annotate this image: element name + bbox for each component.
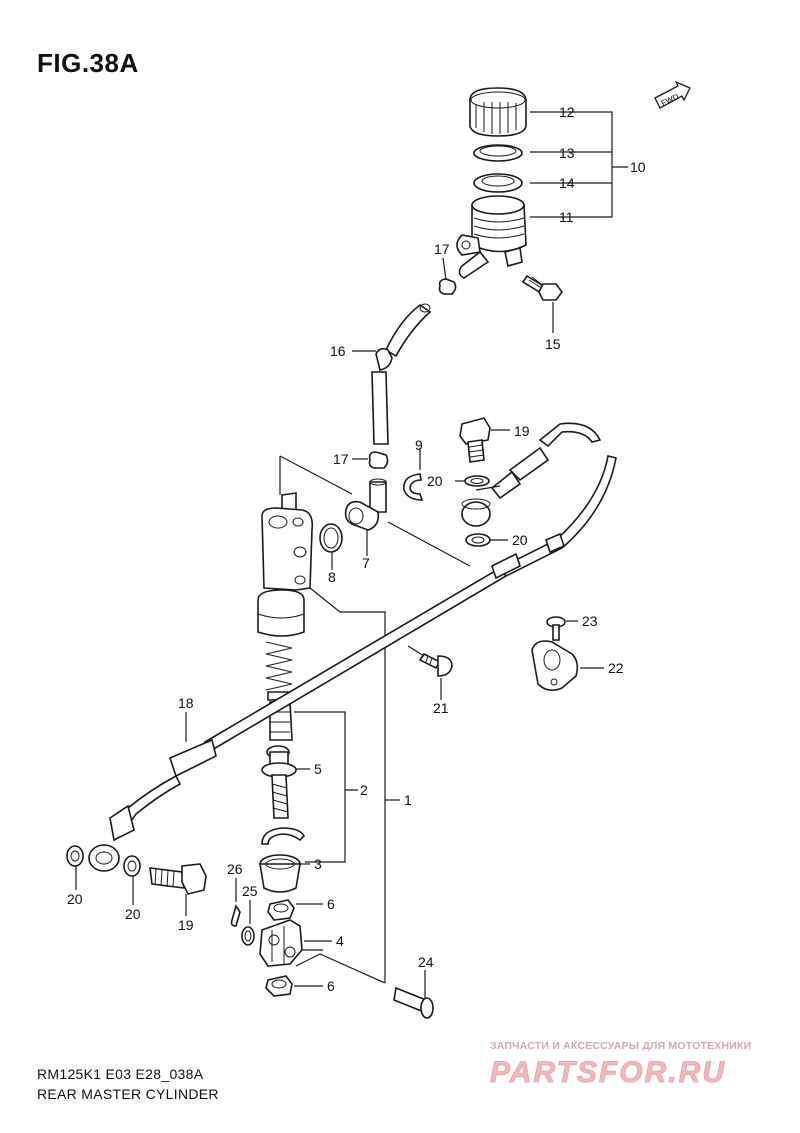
washer-20-upper-a: [455, 475, 490, 487]
callout-15: 15: [545, 336, 561, 352]
watermark-logo: PARTSFOR.RU: [490, 1056, 726, 1090]
cotter-pin-26: [230, 878, 241, 927]
callout-21: 21: [433, 700, 449, 716]
callout-26: 26: [227, 861, 243, 877]
callout-6-upper: 6: [327, 896, 335, 912]
callout-20-lower-a: 20: [67, 891, 83, 907]
hose-clamp-17-upper: [438, 257, 457, 295]
snap-ring: [261, 827, 305, 845]
callout-17-upper: 17: [434, 241, 450, 257]
callout-1: 1: [404, 792, 412, 808]
push-rod-5: [261, 745, 310, 819]
circlip-9: [403, 448, 424, 501]
master-cylinder-body: [257, 492, 400, 983]
callout-5: 5: [314, 761, 322, 777]
callout-18: 18: [178, 695, 194, 711]
callout-17-lower: 17: [333, 451, 349, 467]
callout-4: 4: [336, 933, 344, 949]
callout-20-lower-b: 20: [125, 906, 141, 922]
callout-12: 12: [559, 104, 575, 120]
callout-14: 14: [559, 175, 575, 191]
hose-clamp-17-lower: [352, 451, 389, 469]
o-ring-8: [319, 523, 343, 570]
inlet-joint-7: [344, 478, 387, 556]
callout-3: 3: [314, 856, 322, 872]
washer-20-lower-a: [66, 845, 84, 890]
callout-8: 8: [328, 569, 336, 585]
boot-3: [259, 854, 310, 893]
callout-2: 2: [360, 782, 368, 798]
washer-20-upper-b: [465, 533, 508, 547]
callout-19-upper: 19: [514, 423, 530, 439]
figure-code: RM125K1 E03 E28_038A: [37, 1066, 204, 1082]
reservoir-hose-16: [352, 303, 432, 445]
banjo-fitting-upper: [461, 485, 501, 527]
diaphragm-14: [473, 173, 523, 193]
banjo-bolt-19-lower: [149, 863, 207, 916]
screw-23: [546, 616, 578, 641]
clevis-4: [259, 919, 386, 984]
bolt-21: [407, 645, 453, 700]
figure-title: FIG.38A: [37, 48, 139, 78]
hose-guide-22: [531, 640, 604, 692]
callout-9: 9: [415, 437, 423, 453]
callout-13: 13: [559, 145, 575, 161]
brake-hose-18: [88, 422, 617, 872]
watermark-logo-text: PARTSFOR.RU: [490, 1056, 726, 1089]
callout-6-lower: 6: [327, 978, 335, 994]
callout-19-lower: 19: [178, 917, 194, 933]
banjo-bolt-19-upper: [459, 417, 510, 463]
clevis-pin-24: [393, 970, 434, 1019]
callout-16: 16: [330, 343, 346, 359]
callout-20-upper-b: 20: [512, 532, 528, 548]
callout-20-upper-a: 20: [427, 473, 443, 489]
reservoir-cap-12: [469, 87, 527, 137]
callout-10: 10: [630, 159, 646, 175]
bolt-15: [521, 274, 563, 333]
washer-25: [241, 900, 255, 946]
nut-6-lower: [265, 975, 323, 997]
callout-23: 23: [582, 613, 598, 629]
washer-20-lower-b: [123, 855, 141, 905]
nut-6-upper: [267, 899, 323, 921]
fwd-arrow-icon: FWD: [654, 80, 691, 109]
spring: [265, 641, 293, 691]
callout-11: 11: [559, 209, 574, 225]
figure-name: REAR MASTER CYLINDER: [37, 1086, 219, 1102]
reservoir-tank-11: [456, 195, 527, 279]
watermark-tagline: ЗАПЧАСТИ И АКСЕССУАРЫ ДЛЯ МОТОТЕХНИКИ: [490, 1040, 752, 1052]
callout-25: 25: [242, 883, 258, 899]
callout-7: 7: [362, 555, 370, 571]
callout-22: 22: [608, 660, 624, 676]
callout-24: 24: [418, 954, 434, 970]
diaphragm-plate-13: [473, 144, 523, 162]
